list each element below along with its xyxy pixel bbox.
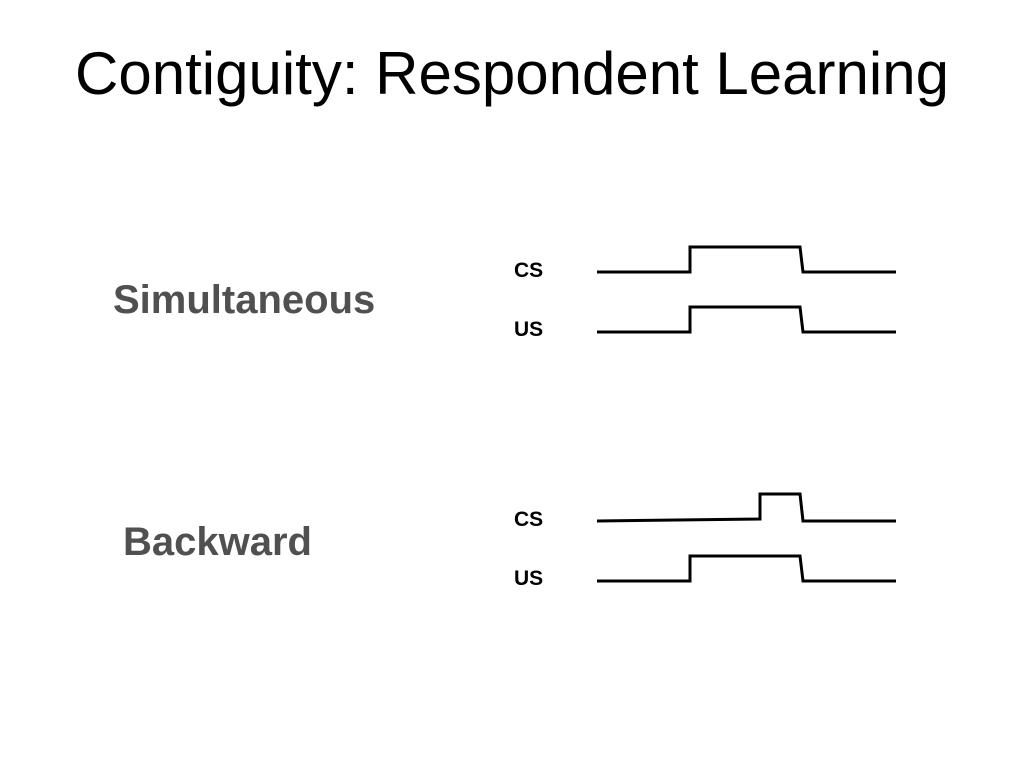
cs-trace-simultaneous	[597, 245, 896, 274]
cs-trace-backward	[596, 492, 896, 523]
condition-label-backward: Backward	[123, 520, 312, 564]
condition-label-simultaneous: Simultaneous	[113, 278, 376, 322]
signal-label-us-simultaneous: US	[514, 318, 544, 341]
us-trace-backward	[597, 554, 896, 583]
signal-label-cs-backward: CS	[514, 508, 544, 531]
signal-label-us-backward: US	[514, 567, 544, 590]
signal-label-cs-simultaneous: CS	[514, 259, 544, 282]
us-trace-simultaneous	[597, 305, 896, 334]
page-title: Contiguity: Respondent Learning	[75, 40, 949, 107]
